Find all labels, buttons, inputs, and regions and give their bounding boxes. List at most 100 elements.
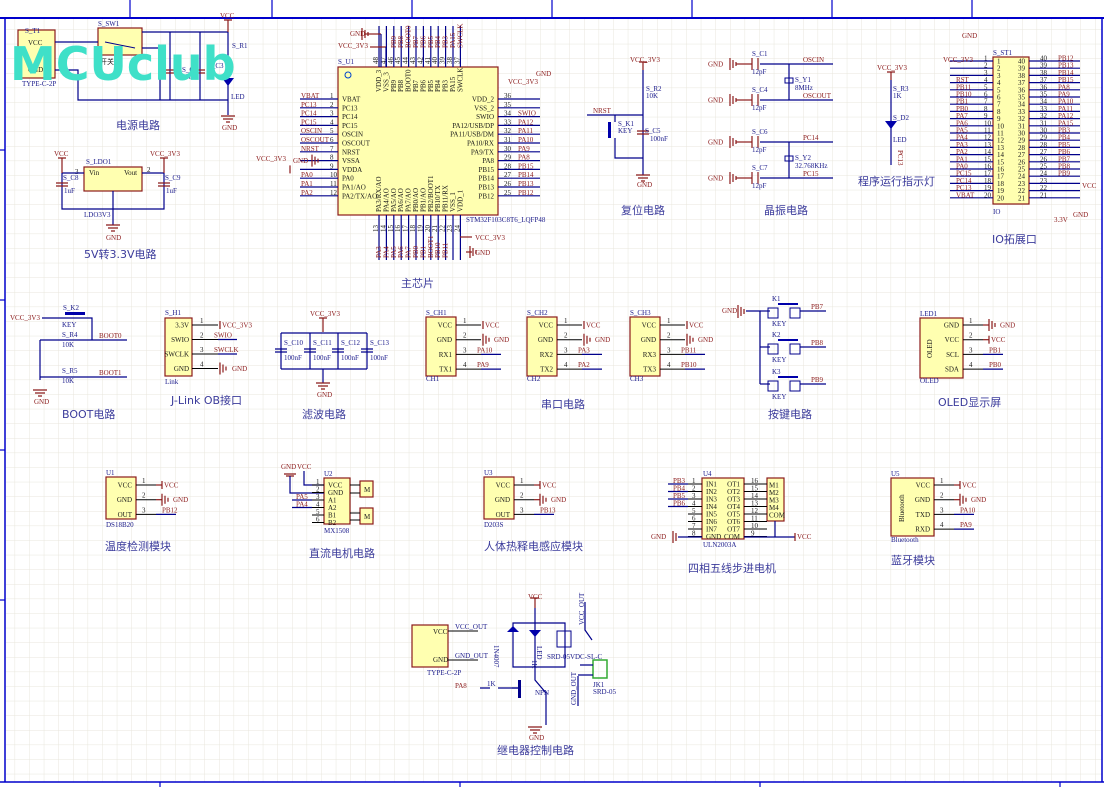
uart-connector xyxy=(629,316,661,377)
pin-name: PA11/USB/DM xyxy=(450,131,495,139)
reset-cap-value: 100nF xyxy=(650,135,668,143)
relay-gnd-out-net: GND_OUT xyxy=(455,652,489,660)
y2-ref: S_Y2 xyxy=(795,154,811,162)
stepper-part: ULN2003A xyxy=(703,541,736,549)
net-label: PA9 xyxy=(518,145,530,153)
crystal-icon xyxy=(784,155,794,162)
mcu-ref: S_U1 xyxy=(338,58,354,66)
pin-number: 42 xyxy=(416,57,424,65)
led-label: LED xyxy=(231,93,245,101)
pir-part: D203S xyxy=(484,521,504,529)
motor-pin-label: M4 xyxy=(769,504,779,512)
pin-number: 1 xyxy=(564,317,568,325)
pin-number: 16 xyxy=(751,477,759,485)
pin-number: 1 xyxy=(200,317,204,325)
capacitor-icon xyxy=(304,348,316,353)
net-label: PA10 xyxy=(960,506,976,514)
pin-name: GND xyxy=(328,489,343,497)
key-button-icon[interactable] xyxy=(778,376,798,378)
pin-name: PB6 xyxy=(419,79,427,92)
net-label: PB0 xyxy=(956,105,969,113)
pin-number: 23 xyxy=(446,225,454,233)
pin-number: 1 xyxy=(667,317,671,325)
net-label: PB14 xyxy=(1058,69,1074,77)
net-label: SWCLK xyxy=(214,346,239,354)
pin-number: 25 xyxy=(504,189,512,197)
gnd-symbol xyxy=(469,246,477,258)
pin-number: 33 xyxy=(1018,108,1026,116)
net-label: PB11 xyxy=(681,346,697,354)
pin-number: 6 xyxy=(692,515,696,523)
pin-name: VCC xyxy=(945,336,960,344)
pin-number: 4 xyxy=(200,361,204,369)
pin-number: 13 xyxy=(751,500,759,508)
capacitor-icon xyxy=(275,348,287,353)
net-label: PB4 xyxy=(434,35,442,48)
net-label-vcc: VCC xyxy=(689,322,704,330)
switch-ref: S_SW1 xyxy=(98,20,120,28)
ldo-pinnum-vin: 3 xyxy=(75,168,79,176)
pin-number: 3 xyxy=(520,506,524,514)
pin-number: 8 xyxy=(330,154,334,162)
cap-value: 12pF xyxy=(752,182,767,190)
net-label: PB15 xyxy=(1058,76,1074,84)
pin-number: 3 xyxy=(316,493,320,501)
pin-number: 28 xyxy=(1018,144,1026,152)
pin-name: NRST xyxy=(342,148,361,156)
key-button-icon[interactable] xyxy=(778,339,798,341)
pin-number: 10 xyxy=(751,522,759,530)
pin-name: PC15 xyxy=(342,122,358,130)
pin-number: 35 xyxy=(1040,91,1048,99)
gnd-symbol xyxy=(161,493,169,506)
pin-name: TX3 xyxy=(643,366,656,374)
pin-number: 1 xyxy=(692,477,696,485)
pin-name: OT7 xyxy=(727,526,740,534)
net-label: PB0 xyxy=(989,361,1002,369)
switch-label: 开关 xyxy=(100,57,114,66)
pin-number: 26 xyxy=(504,180,512,188)
pin-number: 5 xyxy=(997,86,1001,94)
pin-number: 47 xyxy=(379,57,387,65)
pin-number: 27 xyxy=(1018,151,1026,159)
net-label-vcc: VCC xyxy=(1082,182,1097,190)
usb-pin-gnd: GND xyxy=(28,66,43,74)
power-switch[interactable] xyxy=(97,27,143,56)
cap-c2-value: 10nF xyxy=(182,73,197,81)
oled-circuit-title: OLED显示屏 xyxy=(938,396,1001,409)
pin-number: 36 xyxy=(504,92,512,100)
pin-number: 25 xyxy=(1040,163,1048,171)
net-label: PB8 xyxy=(811,339,824,347)
pin-number: 7 xyxy=(692,522,696,530)
pin-name: PA15 xyxy=(449,76,457,92)
ldo-pin-vout: Vout xyxy=(124,169,137,177)
pin-number: 44 xyxy=(402,57,410,65)
net-label: 3.3V xyxy=(1054,216,1068,224)
key-ref: K3 xyxy=(772,368,781,376)
net-label: PA9 xyxy=(477,361,489,369)
pin-name: VSSA xyxy=(342,157,360,165)
relay-jack-part: SRD-05 xyxy=(593,688,616,696)
net-label: PB15 xyxy=(518,162,534,170)
pin-name: IN1 xyxy=(706,481,717,489)
net-label-vcc: VCC xyxy=(991,336,1006,344)
motor-gnd-label: GND xyxy=(281,463,296,471)
pin-number: 4 xyxy=(667,361,671,369)
pin-number: 23 xyxy=(1018,180,1026,188)
pin-number: 10 xyxy=(997,122,1005,130)
pin-number: 37 xyxy=(1018,79,1026,87)
pin-number: 15 xyxy=(751,485,759,493)
net-label: VBAT xyxy=(301,92,320,100)
uart-part: CH1 xyxy=(426,375,440,383)
key-button-icon[interactable] xyxy=(778,303,798,305)
crystal-circuit: GNDS_C112pFOSCINGNDS_C412pFOSCOUTGNDS_C6… xyxy=(708,50,833,217)
pin-name: TX1 xyxy=(439,366,452,374)
pin-name: IN5 xyxy=(706,511,717,519)
pin-number: 1 xyxy=(316,478,320,486)
pin-number: 1 xyxy=(984,55,988,63)
key-terminal xyxy=(767,307,779,319)
relay-input-net: PA8 xyxy=(455,682,467,690)
pin-name: OT5 xyxy=(727,511,740,519)
net-label: PB11 xyxy=(442,242,450,258)
net-label: PB7 xyxy=(1058,155,1071,163)
